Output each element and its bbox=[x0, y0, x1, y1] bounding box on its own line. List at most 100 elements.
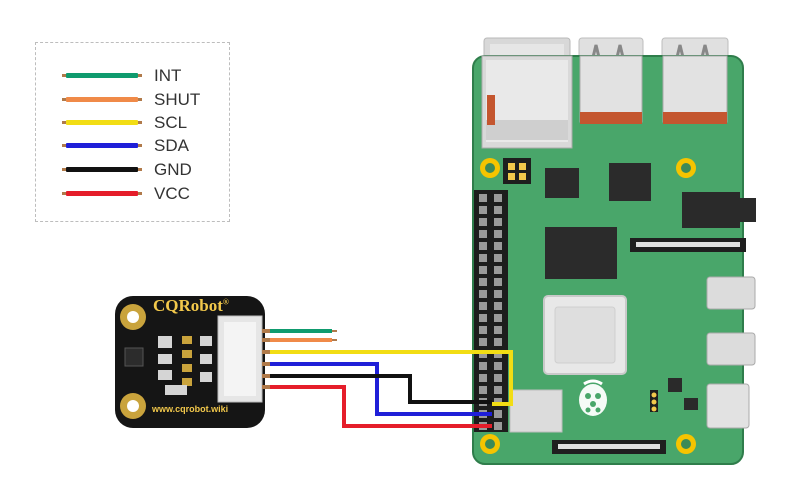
legend-label: SCL bbox=[154, 113, 188, 132]
gpio-pin bbox=[479, 386, 487, 394]
connector-pin bbox=[262, 329, 270, 333]
sensor-component bbox=[200, 354, 212, 364]
gpio-pin bbox=[479, 266, 487, 274]
sensor-pad bbox=[182, 378, 192, 386]
gnd-wire-swatch bbox=[62, 167, 142, 172]
gpio-pin bbox=[494, 254, 502, 262]
legend-label: SHUT bbox=[154, 90, 201, 109]
camera-connector-slot bbox=[558, 444, 660, 449]
gpio-pin bbox=[479, 302, 487, 310]
gpio-pin bbox=[494, 386, 502, 394]
gpio-pin bbox=[479, 374, 487, 382]
sensor-component bbox=[200, 372, 212, 382]
raspberry-pi-logo-icon bbox=[579, 379, 607, 416]
gpio-pin bbox=[494, 362, 502, 370]
gpio-pin bbox=[494, 410, 502, 418]
mounting-hole-tr-center bbox=[681, 163, 691, 173]
connector-pin bbox=[262, 350, 270, 354]
micro-hdmi-1 bbox=[706, 276, 756, 310]
legend-label: VCC bbox=[154, 184, 190, 203]
gpio-pin bbox=[479, 326, 487, 334]
sensor-website: www.cqrobot.wiki bbox=[152, 404, 229, 414]
micro-hdmi-2 bbox=[706, 332, 756, 366]
gpio-pin bbox=[479, 362, 487, 370]
gpio-pin bbox=[494, 278, 502, 286]
poe-pin bbox=[519, 163, 526, 170]
sensor-module bbox=[115, 296, 270, 428]
sensor-pad bbox=[182, 350, 192, 358]
smd-component bbox=[668, 378, 682, 392]
sensor-component bbox=[158, 336, 172, 348]
gpio-pin bbox=[479, 206, 487, 214]
chip-small-1 bbox=[545, 168, 579, 198]
usb-2-body bbox=[662, 55, 728, 123]
gpio-pin bbox=[479, 218, 487, 226]
connector-pin bbox=[262, 374, 270, 378]
gpio-pin bbox=[494, 326, 502, 334]
shut-wire-tip bbox=[332, 339, 337, 341]
legend-item-vcc: VCC bbox=[62, 183, 226, 205]
gpio-pin bbox=[494, 338, 502, 346]
shut-wire-swatch bbox=[62, 97, 142, 102]
legend-item-scl: SCL bbox=[62, 112, 226, 134]
gpio-pin bbox=[494, 230, 502, 238]
sensor-component bbox=[158, 370, 172, 380]
legend-label: GND bbox=[154, 160, 192, 179]
gpio-header bbox=[474, 190, 508, 432]
legend-item-gnd: GND bbox=[62, 159, 226, 181]
gpio-pin bbox=[494, 194, 502, 202]
soc-heat-spreader bbox=[554, 306, 616, 364]
gpio-pin bbox=[494, 302, 502, 310]
sensor-component bbox=[165, 385, 187, 395]
sensor-component bbox=[158, 354, 172, 364]
sensor-component bbox=[200, 336, 212, 346]
sda-wire-swatch bbox=[62, 143, 142, 148]
gpio-pin bbox=[494, 374, 502, 382]
gpio-pin bbox=[479, 278, 487, 286]
chip-square bbox=[509, 389, 563, 433]
wires bbox=[270, 329, 513, 428]
led-pin bbox=[651, 406, 657, 412]
mounting-hole-bl-center bbox=[485, 439, 495, 449]
gpio-header-body bbox=[474, 190, 508, 432]
brand-name: CQRobot bbox=[153, 296, 223, 315]
connector-pin bbox=[262, 338, 270, 342]
scl-wire-swatch bbox=[62, 120, 142, 125]
usb-c-power bbox=[706, 383, 750, 429]
gnd-wire bbox=[270, 374, 492, 404]
display-connector-slot bbox=[636, 242, 740, 247]
sda-wire bbox=[270, 362, 492, 416]
gpio-pin bbox=[494, 290, 502, 298]
gpio-pin bbox=[494, 242, 502, 250]
usb-1-tab bbox=[580, 112, 642, 124]
gpio-pin bbox=[494, 314, 502, 322]
ram-chip bbox=[545, 227, 617, 279]
poe-pin bbox=[519, 173, 526, 180]
chip-small-2 bbox=[609, 163, 651, 201]
mounting-hole-tl-center bbox=[485, 163, 495, 173]
sensor-mount-hole-bottom-center bbox=[127, 400, 139, 412]
registered-mark: ® bbox=[222, 297, 229, 307]
led-pin bbox=[651, 399, 657, 405]
connector-pin bbox=[262, 385, 270, 389]
smd-component bbox=[684, 398, 698, 410]
int-wire-swatch bbox=[62, 73, 142, 78]
vcc-wire bbox=[270, 385, 492, 428]
gpio-pin bbox=[494, 266, 502, 274]
gpio-pin bbox=[479, 242, 487, 250]
poe-pin bbox=[508, 163, 515, 170]
usb-1-body bbox=[579, 55, 643, 123]
ethernet-tab bbox=[487, 95, 495, 125]
wire-legend: INT SHUT SCL SDA GND VCC bbox=[35, 42, 230, 222]
ethernet-base bbox=[486, 120, 568, 140]
sensor-connector-inner bbox=[224, 322, 256, 396]
gpio-pin bbox=[494, 422, 502, 430]
sensor-chip bbox=[124, 347, 144, 367]
sensor-brand: CQRobot® bbox=[153, 296, 229, 316]
gpio-pin bbox=[479, 338, 487, 346]
gpio-pin bbox=[479, 254, 487, 262]
gpio-pin bbox=[479, 314, 487, 322]
sensor-pad bbox=[182, 336, 192, 344]
gpio-pin bbox=[479, 194, 487, 202]
